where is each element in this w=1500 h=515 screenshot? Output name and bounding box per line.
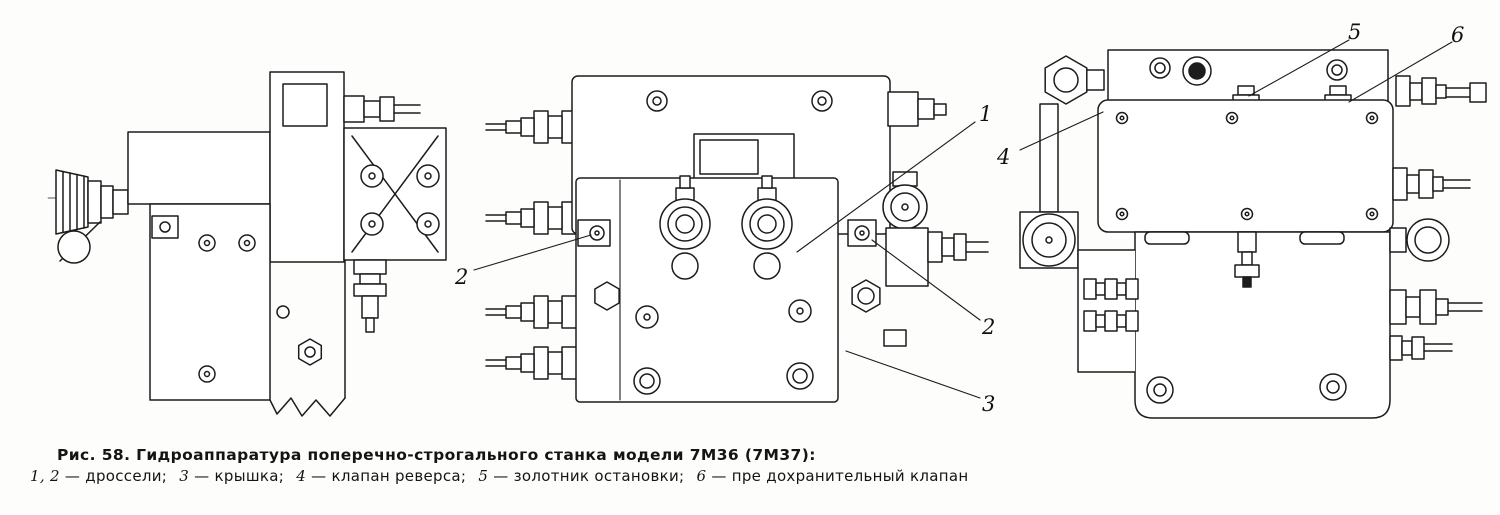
callout-1: 1 (979, 102, 992, 126)
legend-text: — крышка; (194, 467, 285, 485)
legend-item: 5 — золотник остановки; (478, 467, 684, 485)
right-valve-circle (882, 171, 928, 230)
callout-2-right: 2 (981, 315, 995, 339)
side-port-assembly (1019, 211, 1079, 269)
hex-bolt-left (594, 281, 620, 311)
left-pipe-fittings (485, 110, 579, 380)
top-right-pipe (1395, 75, 1487, 107)
figure-caption: Рис. 58. Гидроаппаратура поперечно-строг… (30, 446, 976, 485)
legend-number: 1, 2 (30, 467, 60, 485)
callout-3: 3 (982, 392, 995, 416)
legend-number: 3 (179, 467, 190, 485)
upper-housing (127, 131, 271, 205)
legend-item: 1, 2 — дроссели; (30, 467, 167, 485)
caption-legend: 1, 2 — дроссели; 3 — крышка; 4 — клапан … (30, 467, 976, 485)
legend-number: 6 (696, 467, 707, 485)
caption-title: Рис. 58. Гидроаппаратура поперечно-строг… (57, 446, 816, 464)
cover-bolts (1115, 111, 1379, 221)
callout-6: 6 (1451, 23, 1464, 47)
left-bellows (1083, 278, 1139, 332)
pipe-fitting-top (343, 95, 421, 123)
legend-number: 5 (478, 467, 489, 485)
hex-plug (1039, 55, 1105, 213)
throttle-valve-2 (741, 175, 793, 280)
side-view-drawing (47, 71, 447, 417)
legend-text: — золотник остановки; (493, 467, 685, 485)
drain-fitting (353, 259, 387, 333)
right-lower-block (883, 227, 989, 347)
right-fitting-3 (1389, 335, 1453, 361)
legend-text: — клапан реверса; (311, 467, 467, 485)
callout-5: 5 (1348, 20, 1361, 44)
hex-bolt-right (851, 279, 881, 313)
top-right-block (887, 91, 947, 127)
main-body (149, 203, 271, 401)
throttle-valve-1 (659, 175, 711, 280)
legend-text: — пре дохранительный клапан (711, 467, 969, 485)
right-port (847, 219, 877, 247)
plate-bolts (633, 299, 814, 395)
front-view-drawing (473, 75, 989, 403)
right-circle-port (1389, 218, 1450, 262)
legend-number: 4 (296, 467, 307, 485)
callout-4: 4 (996, 145, 1010, 169)
lower-body (1077, 231, 1391, 419)
legend-item: 6 — пре дохранительный клапан (696, 467, 968, 485)
legend-item: 3 — крышка; (179, 467, 284, 485)
relief-valve-port (1324, 85, 1352, 104)
inspection-window (693, 133, 795, 181)
legend-text: — дроссели; (64, 467, 168, 485)
valve-block (343, 127, 447, 261)
legend-item: 4 — клапан реверса; (296, 467, 466, 485)
left-port (577, 219, 611, 247)
right-fitting-1 (1392, 167, 1471, 201)
callout-leader-lines (1019, 39, 1453, 151)
callout-2-left: 2 (454, 265, 468, 289)
lower-plate (269, 259, 346, 417)
right-fitting-2 (1389, 289, 1483, 325)
callout-leader-lines (473, 121, 981, 399)
handwheel (55, 169, 129, 235)
lever-knob (57, 221, 101, 264)
rear-view-drawing (1019, 39, 1487, 419)
